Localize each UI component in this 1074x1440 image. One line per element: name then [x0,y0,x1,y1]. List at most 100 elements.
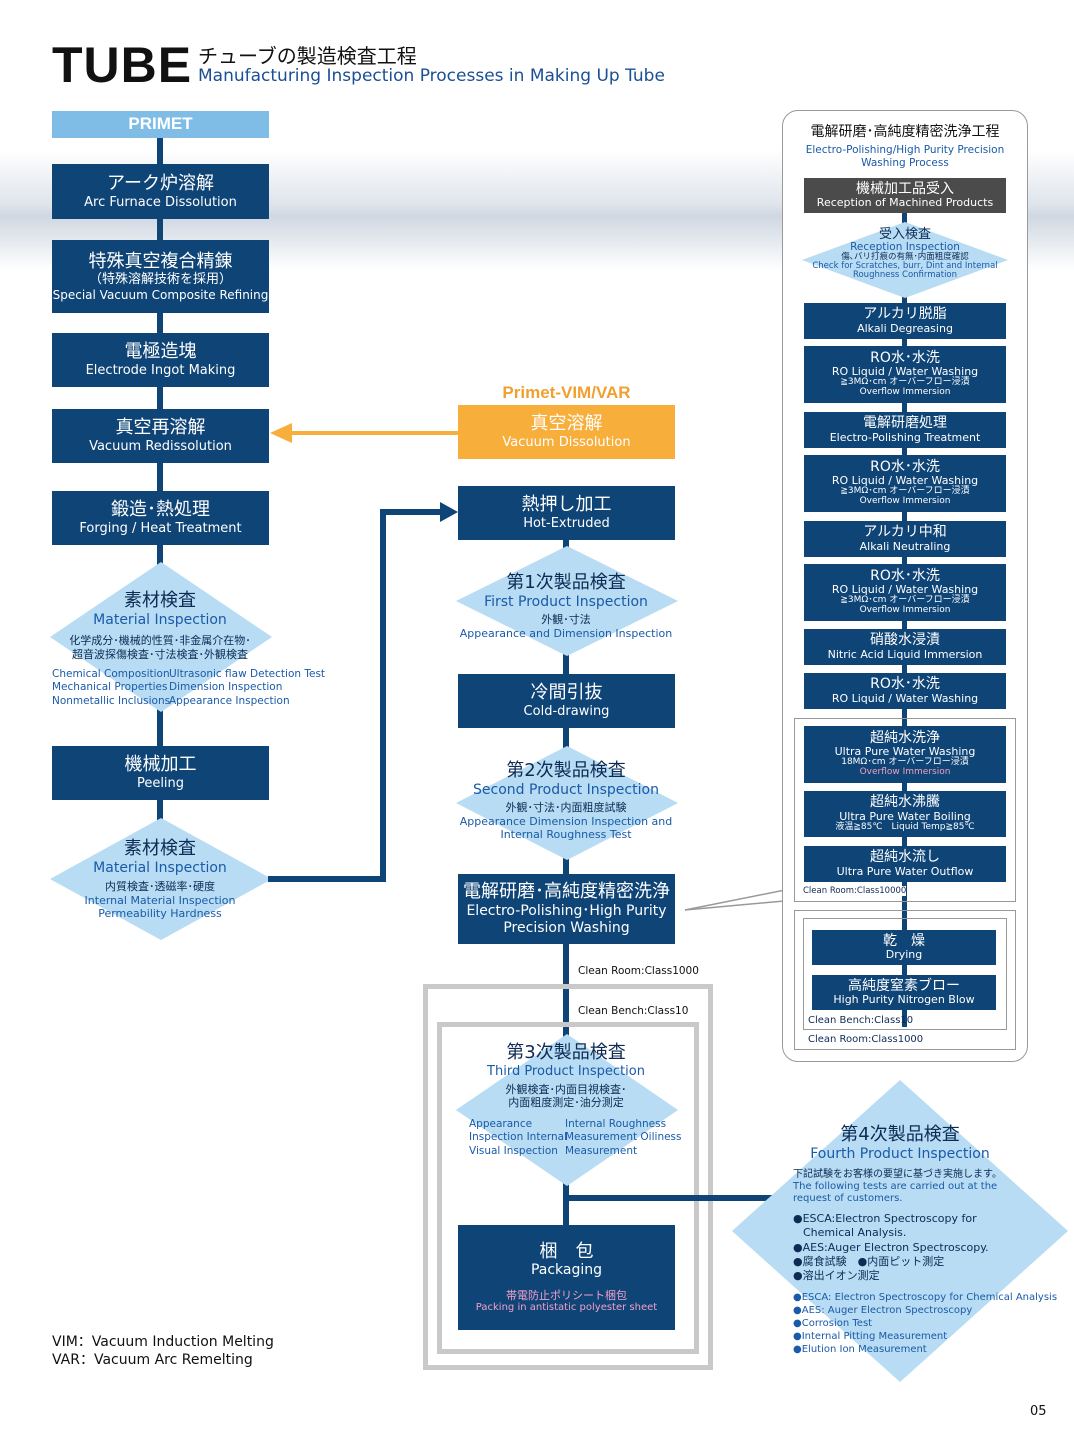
step-en: Ultra Pure Water Outflow [836,864,974,878]
second-inspection-text: 第2次製品検査 Second Product Inspection 外観･寸法･… [446,760,686,841]
legend: VIM：Vacuum Induction Melting VAR：Vacuum … [52,1333,274,1369]
panel-title-jp: 電解研磨･高純度精密洗浄工程 [810,124,1000,140]
clean-bench-frame [437,1022,699,1354]
step-jp: 冷間引抜 [530,682,603,704]
test-item: ●溶出イオン測定 [793,1269,880,1283]
inspection-jp: 素材検査 [124,838,196,859]
test-item: ●腐食試験 ●内面ピット測定 [793,1254,945,1268]
test-item: Chemical Analysis. [803,1226,907,1240]
step-jp: 超純水流し [870,849,940,866]
inspection-item: Ultrasonic flaw Detection Test [169,668,326,680]
cold-drawing-box: 冷間引抜 Cold-drawing [458,674,675,728]
ro-washing-box-4: RO水･水洗 RO Liquid / Water Washing [804,673,1006,709]
washing-process-title: 電解研磨･高純度精密洗浄工程 Electro-Polishing/High Pu… [782,124,1028,170]
fourth-inspection-diamond [732,1080,1068,1382]
clean-room-1000-frame [794,910,1016,1050]
step-jp: 梱 包 [539,1240,594,1262]
connector-line [380,509,386,882]
step-detail: 液温≧85℃ Liquid Temp≧85℃ [835,821,975,832]
step-detail: Overflow Immersion [859,496,951,507]
vacuum-dissolution-box: 真空溶解 Vacuum Dissolution [458,405,675,459]
callout-lines [684,889,796,911]
step-jp: アーク炉溶解 [107,172,214,194]
step-en: Precision Washing [503,919,630,936]
step-en: RO Liquid / Water Washing [831,365,979,379]
inspection-jp: 第4次製品検査 [840,1124,960,1145]
step-jp: 真空再溶解 [115,417,206,439]
inspection-detail-en: Internal Roughness Test [500,827,632,841]
step-detail: Overflow Immersion [859,605,951,616]
reception-inspection-diamond [802,222,1008,298]
packaging-detail-jp: 帯電防止ポリシート梱包 [506,1289,627,1303]
inspection-jp: 第1次製品検査 [506,572,626,593]
inspection-item: Inspection Internal [469,1131,568,1144]
arrow-left-icon [270,423,292,443]
test-item: ●ESCA: Electron Spectroscopy for Chemica… [793,1292,1058,1303]
page-number: 05 [1030,1404,1047,1419]
inspection-item: Internal Roughness [565,1118,667,1130]
step-jp: 電解研磨･高純度精密洗浄 [463,881,670,903]
step-en: Hot-Extruded [523,516,610,531]
step-sub: （特殊溶解技術を採用） [88,272,232,288]
third-inspection-col1: Appearance Inspection Internal Visual In… [469,1118,567,1158]
step-en: Alkali Neutraling [859,539,951,553]
step-en: Ultra Pure Water Washing [834,745,976,759]
fourth-inspection-title: 第4次製品検査 Fourth Product Inspection [780,1124,1020,1162]
inspection-detail-en: Roughness Confirmation [852,269,958,280]
inspection-detail-en: Internal Material Inspection [84,893,236,907]
inspection-item: Appearance Inspection [169,694,290,707]
intro-en: request of customers. [793,1193,903,1204]
test-item: ●ESCA:Electron Spectroscopy for [793,1212,977,1225]
step-en: Ultra Pure Water Boiling [839,809,971,823]
step-detail: 18MΩ･cm オーバーフロー浸漬 [841,757,969,768]
vimvar-label: Primet-VIM/VAR [502,383,631,402]
step-en: Drying [885,948,923,962]
step-en: Nitric Acid Liquid Immersion [827,647,983,661]
page-subtitle-jp: チューブの製造検査工程 [198,44,417,68]
step-jp: 機械加工 [124,754,197,776]
step-en: RO Liquid / Water Washing [831,474,979,488]
step-jp: 鍛造･熱処理 [111,499,210,521]
fourth-inspection-intro: 下記試験をお客様の要望に基づき実施します。 The following test… [793,1169,1002,1205]
panel-title-en: Washing Process [861,156,949,169]
third-inspection-text: 第3次製品検査 Third Product Inspection 外観検査･内面… [446,1042,686,1110]
step-jp: 真空溶解 [530,413,603,435]
polishing-box: 電解研磨･高純度精密洗浄 Electro-Polishing･High Puri… [458,874,675,944]
inspection-detail-jp: 化学成分･機械的性質･非金属介在物･ [69,634,251,648]
primet-label: PRIMET [52,111,269,138]
inspection-detail-en: Appearance and Dimension Inspection [459,626,673,640]
hot-extruded-box: 熱押し加工 Hot-Extruded [458,486,675,540]
inspection-jp: 素材検査 [124,590,196,611]
step-jp: 乾 燥 [883,932,925,949]
step-jp: 高純度窒素ブロー [848,977,960,994]
inspection-en: Fourth Product Inspection [810,1145,990,1162]
step-en: Special Vacuum Composite Refining [52,287,269,302]
inspection-item: Chemical Composition [52,668,170,680]
alkali-degreasing-box: アルカリ脱脂 Alkali Degreasing [804,303,1006,339]
test-item: ●AES:Auger Electron Spectroscopy. [793,1240,989,1254]
inspection-detail-jp: 内面粗度測定･油分測定 [508,1096,624,1110]
step-en: Electro-Polishing Treatment [829,430,981,444]
fourth-inspection-items-jp: ●ESCA:Electron Spectroscopy for Chemical… [793,1212,989,1283]
legend-vim: VIM：Vacuum Induction Melting [52,1334,274,1350]
step-en: RO Liquid / Water Washing [831,583,979,597]
clean-room-frame [423,984,713,1370]
ro-washing-box-1: RO水･水洗 RO Liquid / Water Washing ≧3MΩ･cm… [804,346,1006,403]
inspection-detail-en: Permeability Hardness [98,906,222,920]
material-inspection-diamond [50,562,272,712]
test-item: ●Internal Pitting Measurement [793,1331,948,1342]
vacuum-redissolution-box: 真空再溶解 Vacuum Redissolution [52,409,269,463]
step-en: Electrode Ingot Making [85,363,236,378]
fourth-inspection-items-en: ●ESCA: Electron Spectroscopy for Chemica… [793,1291,1057,1356]
step-en: Reception of Machined Products [816,196,994,210]
inspection-detail-jp: 外観検査･内面目視検査･ [505,1083,627,1097]
first-inspection-diamond [456,546,678,656]
inspection-detail-en: Check for Scratches, burr, Dint and Inte… [812,260,998,271]
test-item: ●AES: Auger Electron Spectroscopy [793,1305,973,1316]
inspection-en: Second Product Inspection [473,781,659,798]
inspection-en: First Product Inspection [484,593,648,610]
arc-furnace-box: アーク炉溶解 Arc Furnace Dissolution [52,164,269,219]
step-en: Vacuum Dissolution [502,435,631,450]
inspection-item: Visual Inspection [469,1144,558,1157]
page-subtitle-en: Manufacturing Inspection Processes in Ma… [198,66,665,86]
